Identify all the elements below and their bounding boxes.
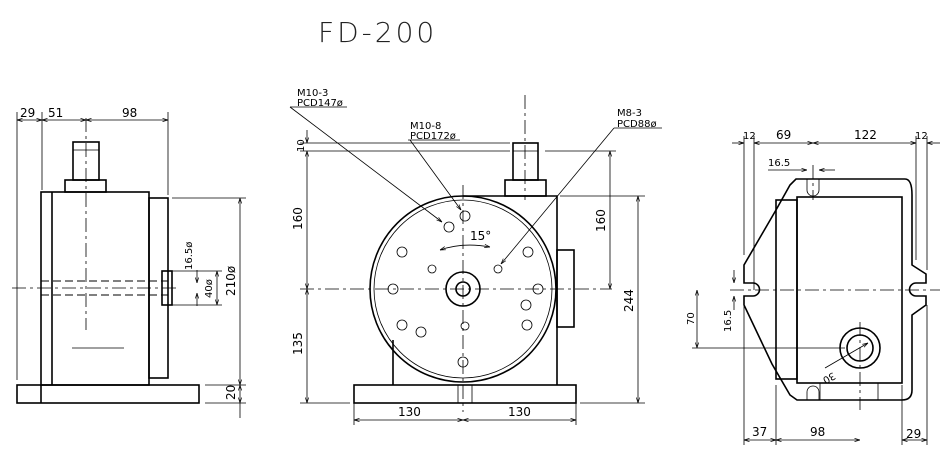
dim-16-5-top: 16.5 bbox=[768, 158, 790, 169]
housing bbox=[392, 195, 558, 385]
motor-flange bbox=[64, 179, 107, 193]
dim-29: 29 bbox=[20, 106, 35, 120]
dim-130-left: 130 bbox=[398, 405, 421, 419]
dim-29: 29 bbox=[906, 427, 921, 441]
dim-70: 70 bbox=[686, 312, 697, 325]
side-box bbox=[556, 249, 575, 328]
dim-51: 51 bbox=[48, 106, 63, 120]
dim-12-right: 12 bbox=[915, 131, 928, 142]
motor-flange bbox=[504, 179, 547, 197]
callout-pcd172: PCD172ø bbox=[410, 131, 456, 142]
housing-outline bbox=[743, 178, 927, 401]
base bbox=[353, 384, 577, 404]
callout-m8-3: M8-3 bbox=[617, 108, 642, 119]
dim-37: 37 bbox=[752, 425, 767, 439]
dim-160-left: 160 bbox=[291, 207, 305, 230]
callout-m10-3: M10-3 bbox=[297, 88, 328, 99]
dim-130-right: 130 bbox=[508, 405, 531, 419]
dim-40-dia: 40ø bbox=[204, 279, 215, 298]
dim-160-right: 160 bbox=[594, 209, 608, 232]
angle-15: 15° bbox=[470, 229, 491, 243]
bolt-holes bbox=[387, 210, 544, 368]
dim-135: 135 bbox=[291, 332, 305, 355]
callout-m10-8: M10-8 bbox=[410, 121, 441, 132]
callout-pcd147: PCD147ø bbox=[297, 98, 343, 109]
body bbox=[40, 191, 150, 386]
base bbox=[16, 384, 200, 404]
dim-16-5-dia: 16.5ø bbox=[184, 242, 195, 270]
drawing-title: FD-200 bbox=[318, 16, 437, 49]
front-plate bbox=[775, 199, 798, 380]
dim-16-5-side: 16.5 bbox=[723, 310, 734, 332]
dim-244: 244 bbox=[622, 289, 636, 312]
side-view: 29 51 98 210ø 20 40ø 16.5ø bbox=[12, 106, 246, 418]
callout-pcd88: PCD88ø bbox=[617, 119, 657, 130]
front-view: 15° M10-3 PCD147ø M10-8 PCD172ø M8-3 PCD… bbox=[289, 88, 662, 425]
motor-top bbox=[512, 142, 539, 181]
dim-98: 98 bbox=[122, 106, 137, 120]
dim-98: 98 bbox=[810, 425, 825, 439]
dim-20: 20 bbox=[224, 385, 238, 400]
rear-view: 30 12 69 122 12 16.5 70 16.5 37 98 29 bbox=[686, 128, 940, 445]
dim-12-left: 12 bbox=[743, 131, 756, 142]
dim-210-dia: 210ø bbox=[224, 266, 238, 296]
dim-69: 69 bbox=[776, 128, 791, 142]
dim-122: 122 bbox=[854, 128, 877, 142]
dim-10: 10 bbox=[296, 139, 307, 152]
